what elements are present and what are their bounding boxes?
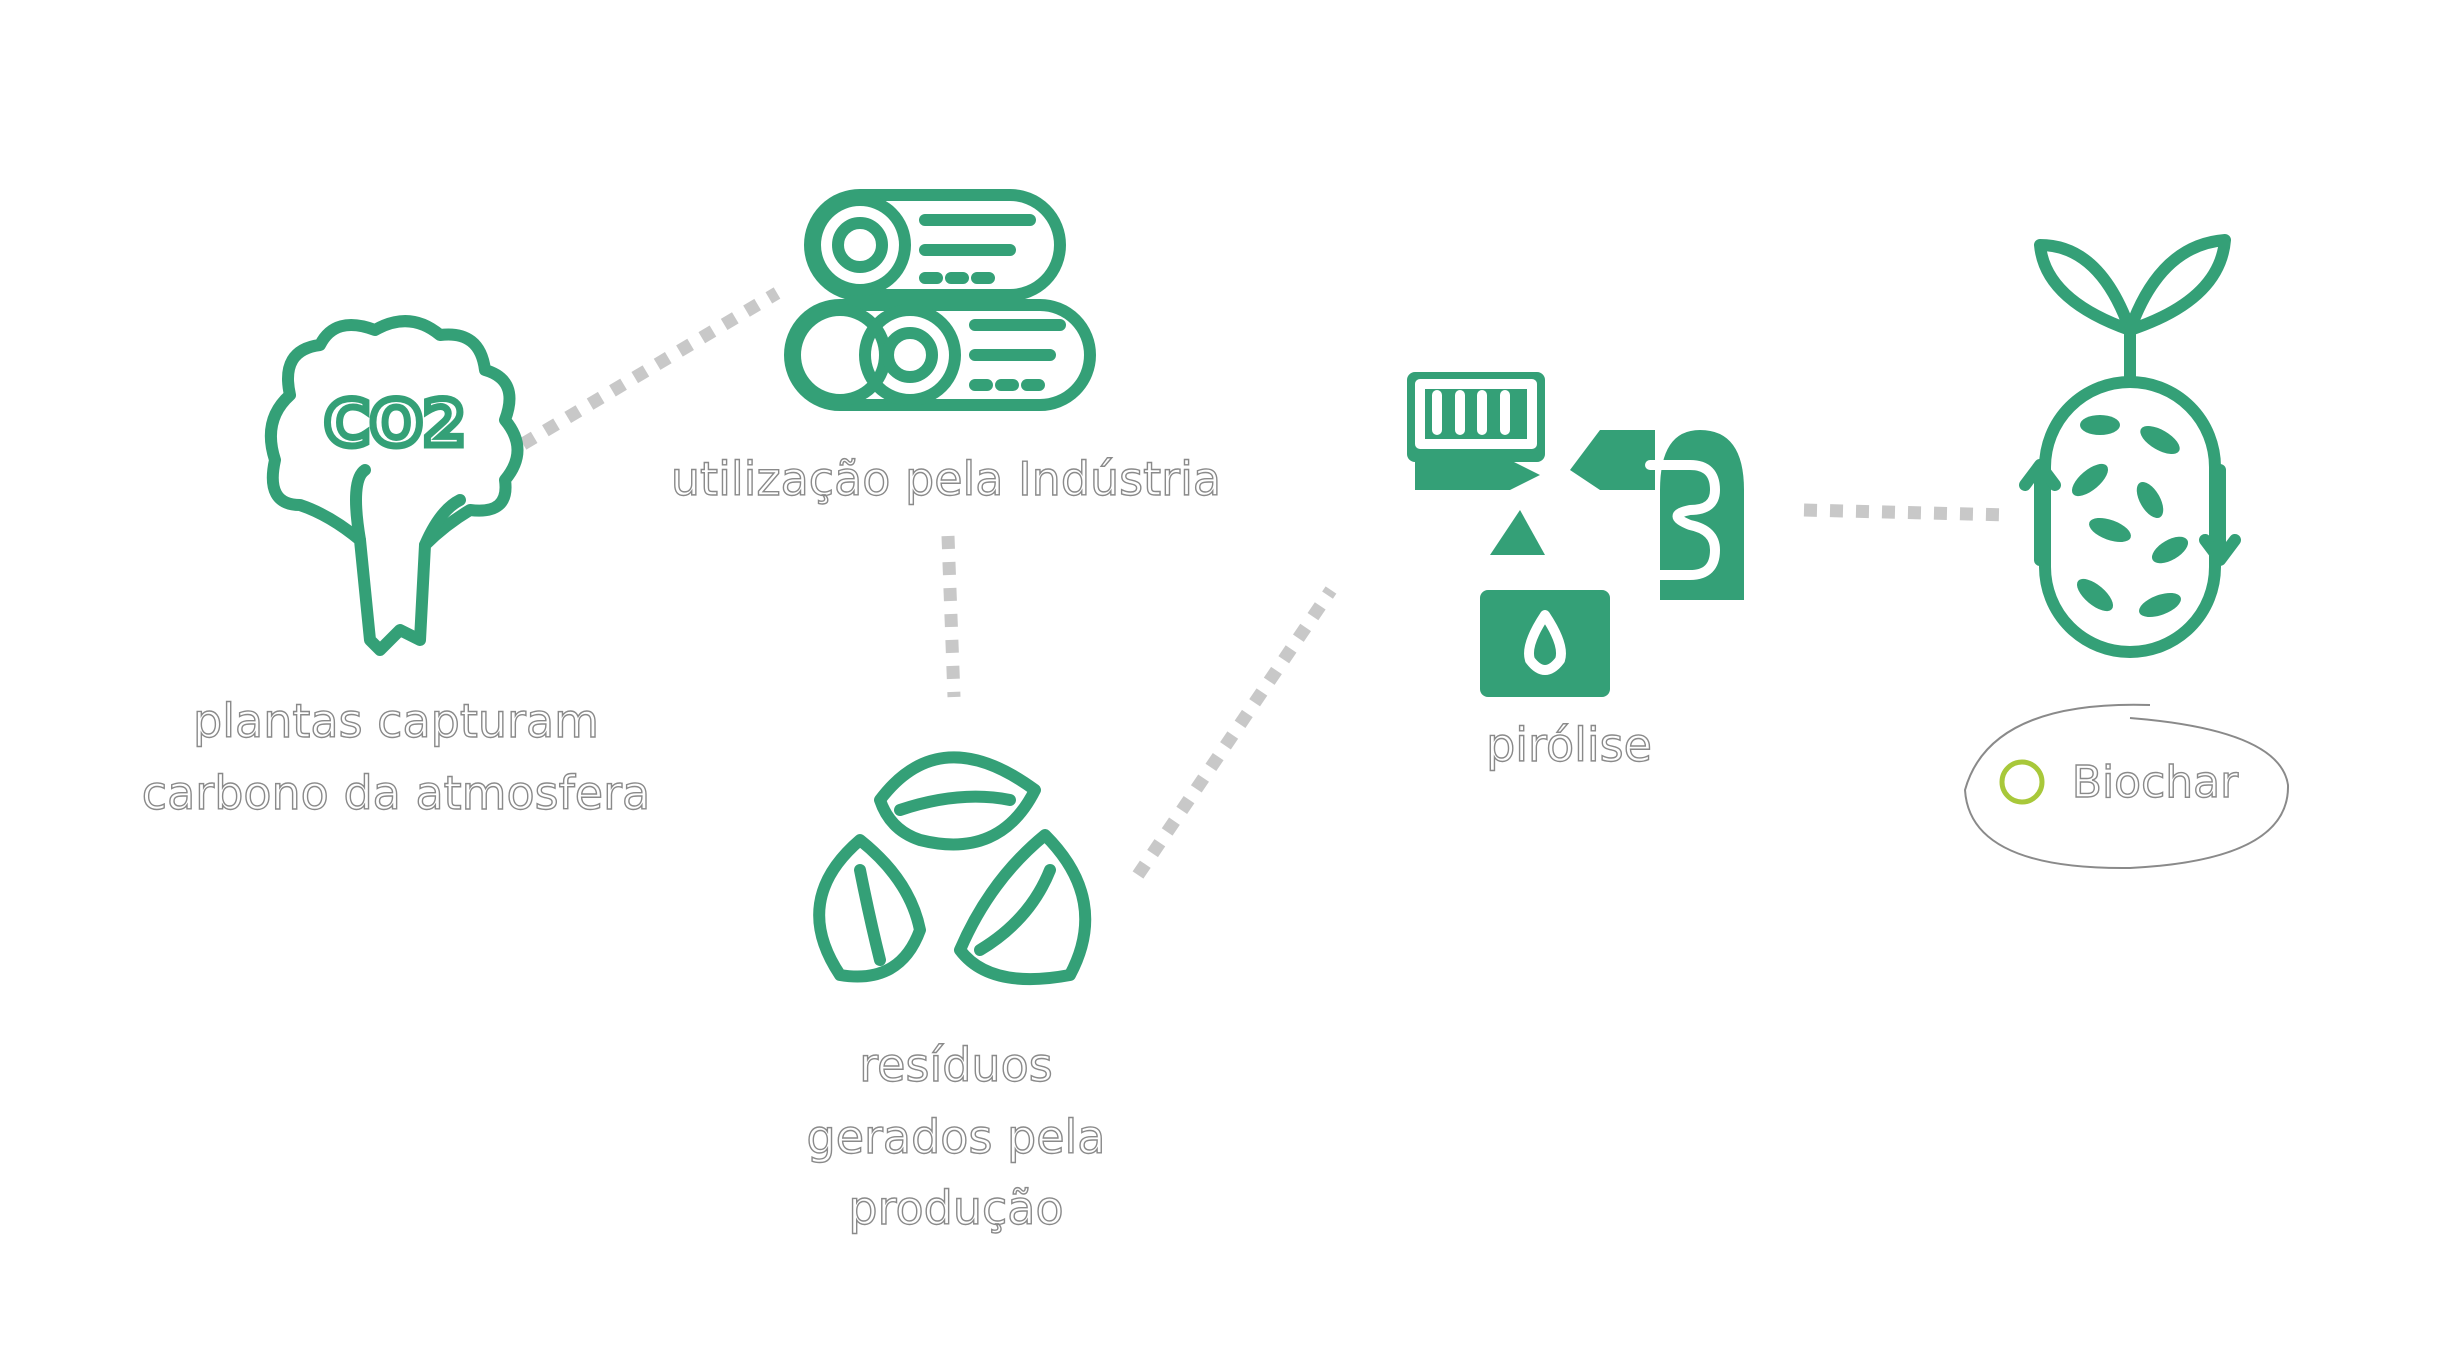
- biochar-logo: Biochar: [1963, 703, 2290, 870]
- tree-co2-icon: CO2: [264, 315, 524, 656]
- connector-industry-waste: [941, 535, 961, 698]
- label-capture-line1: plantas capturam: [193, 694, 599, 748]
- connector-pyrolysis-biochar: [1803, 503, 2011, 522]
- label-waste-line2: gerados pela: [807, 1110, 1106, 1164]
- label-industry: utilização pela Indústria: [671, 452, 1221, 506]
- logs-icon: [784, 189, 1096, 411]
- recycle-leaves-icon: [813, 751, 1092, 986]
- biochar-logo-text: Biochar: [2072, 757, 2239, 808]
- co2-text: CO2: [324, 387, 465, 460]
- connector-waste-pyrolysis: [1132, 586, 1337, 879]
- label-waste-line3: produção: [848, 1181, 1063, 1235]
- label-waste-line1: resíduos: [859, 1038, 1052, 1092]
- connector-capture-industry: [519, 287, 781, 450]
- label-capture-line2: carbono da atmosfera: [142, 766, 650, 820]
- pyrolysis-plant-icon: [1407, 372, 1744, 697]
- sprout-biochar-icon: [2019, 234, 2241, 658]
- label-pyrolysis: pirólise: [1486, 718, 1652, 772]
